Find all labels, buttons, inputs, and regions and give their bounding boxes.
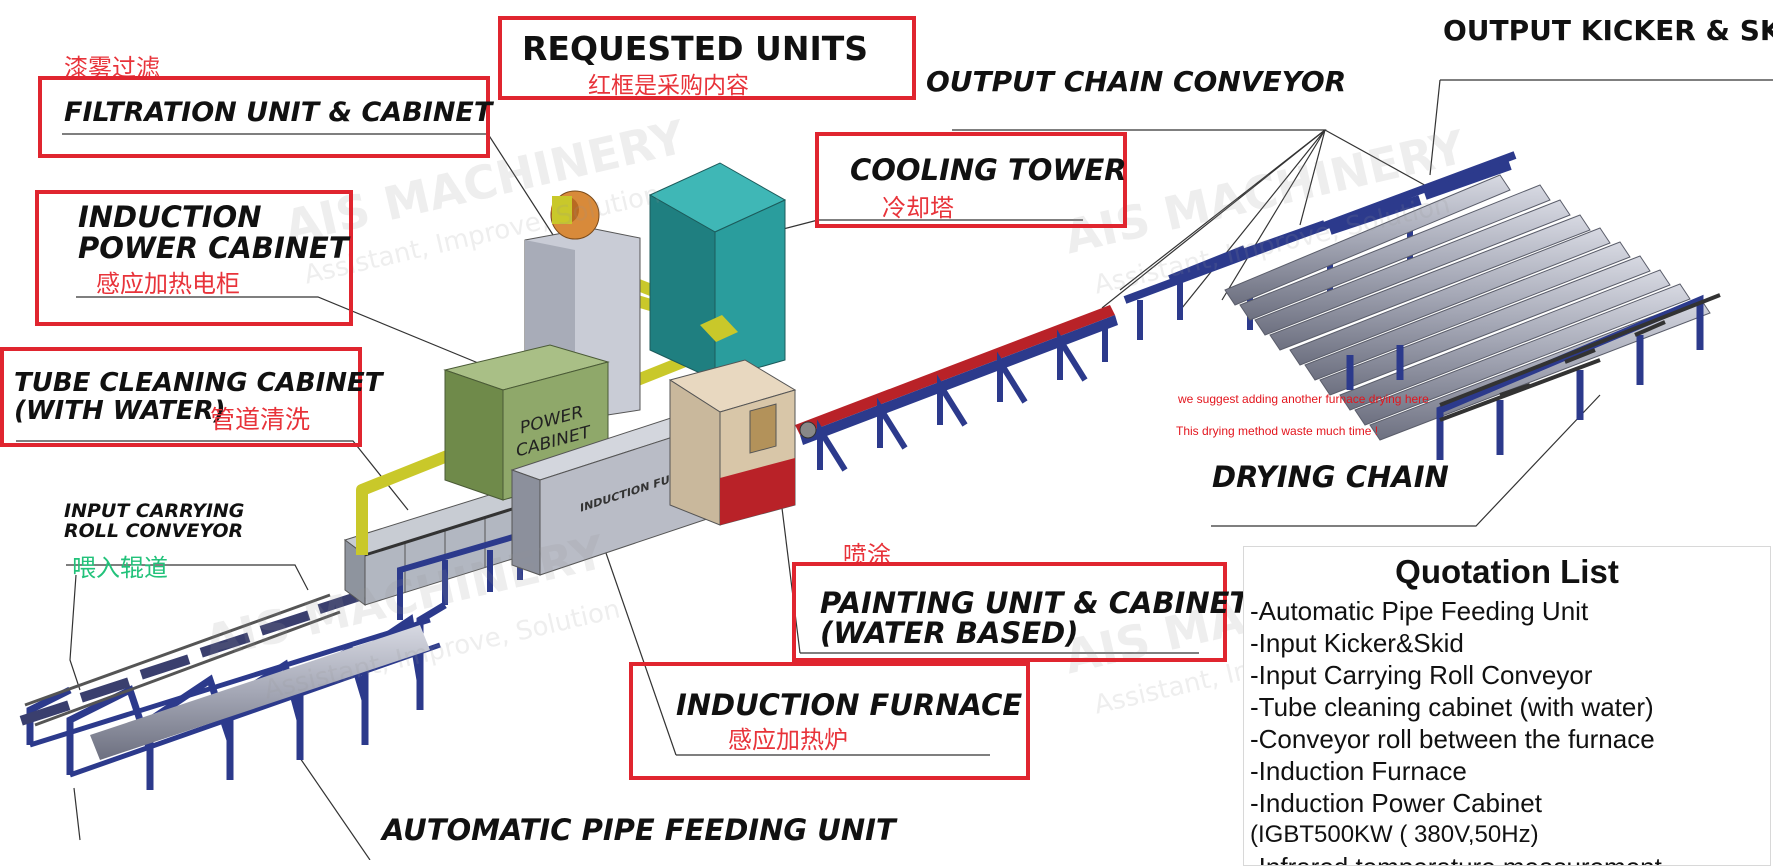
quotation-item: -Infrared temperature measurement bbox=[1250, 851, 1770, 865]
cooling-tower-label: COOLING TOWER bbox=[850, 153, 1127, 187]
quotation-list: Quotation List -Automatic Pipe Feeding U… bbox=[1243, 546, 1771, 866]
induction-furnace-label-cn: 感应加热炉 bbox=[728, 726, 848, 754]
quotation-item: -Induction Furnace bbox=[1250, 756, 1467, 786]
tube-cleaning-box bbox=[0, 347, 362, 447]
quotation-title: Quotation List bbox=[1395, 553, 1619, 590]
induction-power-label-cn: 感应加热电柜 bbox=[96, 270, 240, 298]
induction-power-box bbox=[35, 190, 353, 326]
drying-chain-label: DRYING CHAIN bbox=[1212, 460, 1449, 494]
quotation-item: -Automatic Pipe Feeding Unit bbox=[1250, 596, 1589, 626]
filtration-box bbox=[38, 76, 490, 158]
requested-units-box bbox=[498, 16, 916, 100]
quotation-item: -Conveyor roll between the furnace bbox=[1250, 724, 1655, 754]
quotation-item: (IGBT500KW ( 380V,50Hz) bbox=[1250, 821, 1539, 848]
drying-chain-rails bbox=[1439, 293, 1721, 422]
cooling-tower-label-cn: 冷却塔 bbox=[882, 194, 954, 222]
input-roll-label-1: INPUT CARRYING bbox=[64, 500, 245, 522]
tube-cleaning-label-2: (WITH WATER) bbox=[14, 396, 226, 426]
quotation-items: -Automatic Pipe Feeding Unit -Input Kick… bbox=[1244, 595, 1770, 865]
pipe-feeding-label: AUTOMATIC PIPE FEEDING UNIT bbox=[382, 813, 896, 847]
input-pipe bbox=[90, 625, 430, 760]
quotation-item: -Tube cleaning cabinet (with water) bbox=[1250, 692, 1654, 722]
requested-units-cn: 红框是采购内容 bbox=[588, 73, 749, 99]
cooling-tower-box bbox=[815, 132, 1127, 228]
requested-units-title: REQUESTED UNITS bbox=[522, 29, 869, 68]
induction-furnace-label: INDUCTION FURNACE bbox=[676, 688, 1023, 722]
painting-label-1: PAINTING UNIT & CABINET bbox=[820, 586, 1250, 620]
note-suggest: we suggest adding another furnace drying… bbox=[1178, 392, 1429, 406]
leader-lines bbox=[16, 79, 1773, 860]
quotation-item: -Input Kicker&Skid bbox=[1250, 628, 1464, 658]
painting-label-2: (WATER BASED) bbox=[820, 616, 1079, 650]
output-chain-conveyor bbox=[795, 305, 1118, 472]
painting-box bbox=[792, 562, 1227, 662]
induction-furnace-box bbox=[629, 662, 1030, 780]
induction-power-label-1: INDUCTION bbox=[78, 200, 262, 234]
filtration-label: FILTRATION UNIT & CABINET bbox=[64, 97, 493, 128]
induction-power-label-2: POWER CABINET bbox=[78, 231, 349, 265]
quotation-item: -Induction Power Cabinet bbox=[1250, 788, 1542, 818]
output-kicker-frames bbox=[1123, 151, 1517, 340]
tube-cleaning-label-cn: 管道清洗 bbox=[210, 405, 311, 434]
input-roll-label-2: ROLL CONVEYOR bbox=[64, 520, 244, 542]
note-waste: This drying method waste much time ! bbox=[1176, 424, 1379, 438]
tube-cleaning-label-1: TUBE CLEANING CABINET bbox=[14, 368, 383, 398]
cooling-tower-drawing bbox=[648, 162, 787, 381]
quotation-item: -Input Carrying Roll Conveyor bbox=[1250, 660, 1593, 690]
output-kicker-label: OUTPUT KICKER & SKID bbox=[1443, 14, 1773, 47]
input-roll-label-cn: 喂入辊道 bbox=[72, 554, 168, 582]
output-chain-label: OUTPUT CHAIN CONVEYOR bbox=[926, 65, 1347, 98]
painting-cabinet-drawing bbox=[668, 315, 797, 526]
